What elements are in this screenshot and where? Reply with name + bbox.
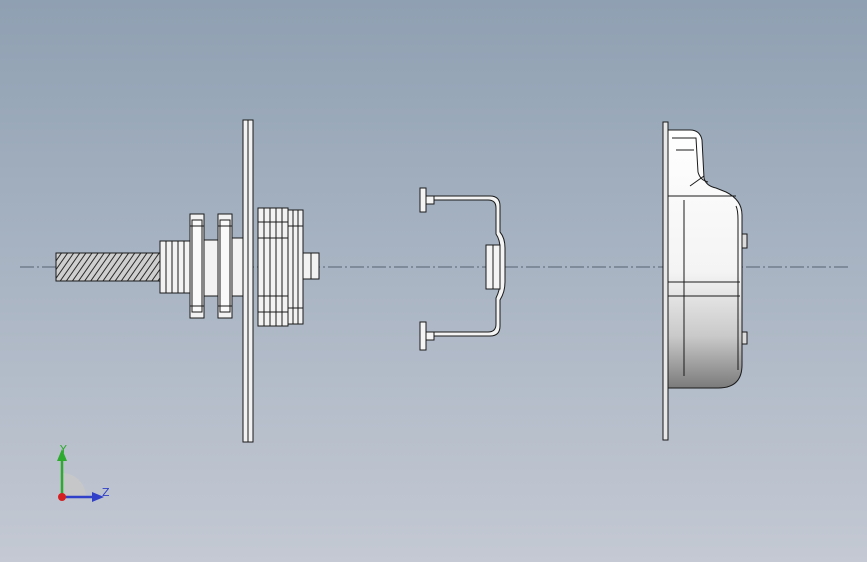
left-bearing <box>159 240 191 294</box>
y-axis-label: Y <box>60 443 67 456</box>
coordinate-triad: Y Z <box>40 435 120 515</box>
bracket-strap <box>433 195 506 337</box>
small-gear <box>287 209 304 325</box>
bracket[interactable] <box>419 187 506 351</box>
right-gear <box>257 207 289 327</box>
z-axis-label: Z <box>102 486 110 499</box>
triad-graphic <box>57 449 104 502</box>
threaded-shaft <box>55 252 162 282</box>
housing-plate <box>662 121 669 441</box>
x-axis-dot <box>58 493 66 501</box>
housing-body <box>667 129 743 389</box>
shaft-gear-assembly[interactable] <box>55 119 320 443</box>
housing[interactable] <box>662 121 748 441</box>
